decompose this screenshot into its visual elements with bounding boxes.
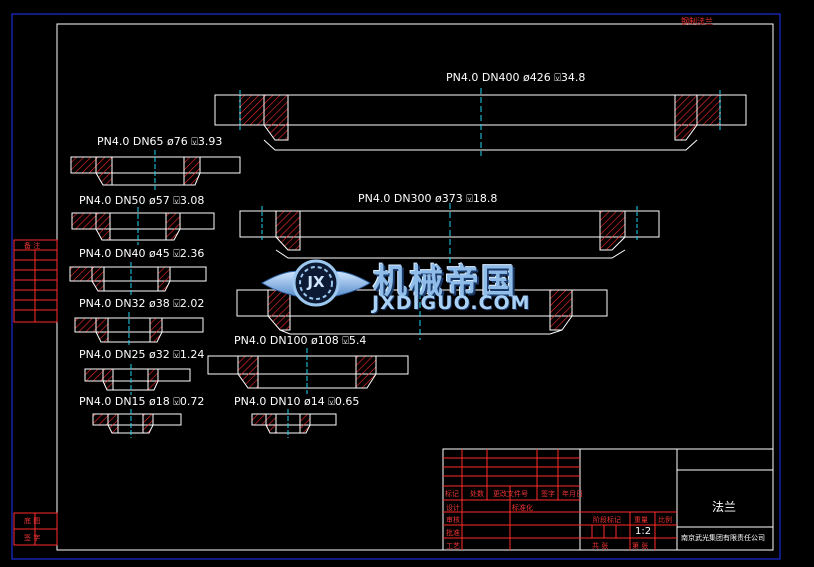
left-side-table (13, 239, 58, 546)
flange-dn40 (69, 262, 207, 296)
title-block (442, 448, 774, 551)
flange-label-dn10: PN4.0 DN10 ø14 ⍌0.65 (234, 395, 360, 408)
tb-ratio: 比例 (658, 516, 672, 524)
tb-stage-mark: 阶段标记 (593, 516, 621, 524)
tb-design: 设计 (446, 504, 460, 512)
flange-dn100 (207, 348, 409, 394)
flange-dn300 (239, 203, 660, 264)
watermark-emblem-text: JX (307, 273, 325, 291)
outer-frame (11, 13, 781, 560)
side-label-signature: 签 字 (24, 534, 41, 542)
tb-process: 工艺 (446, 542, 460, 550)
flange-dn300-b (236, 284, 608, 340)
tb-check: 审核 (446, 516, 460, 524)
corner-label: 钢制法兰 (681, 17, 713, 26)
flange-label-dn50: PN4.0 DN50 ø57 ⍌3.08 (79, 194, 205, 207)
watermark-cn: 机械帝国 (373, 262, 517, 302)
flange-label-dn65: PN4.0 DN65 ø76 ⍌3.93 (97, 135, 223, 148)
tb-scale-value: 1:2 (635, 526, 652, 537)
flange-label-dn32: PN4.0 DN32 ø38 ⍌2.02 (79, 297, 205, 310)
side-label-base-drawing: 底 图 (24, 517, 41, 525)
tb-sign: 签字 (541, 490, 555, 498)
side-label-remark: 备 注 (24, 242, 41, 250)
flange-label-dn40: PN4.0 DN40 ø45 ⍌2.36 (79, 247, 205, 260)
tb-date: 年月日 (562, 490, 583, 498)
tb-count: 处数 (470, 490, 484, 498)
tb-sheet-count: 共 张 (592, 542, 609, 550)
tb-weight: 重量 (634, 516, 648, 524)
tb-approve: 批准 (446, 529, 460, 537)
flange-label-dn300: PN4.0 DN300 ø373 ⍌18.8 (358, 192, 498, 205)
flange-label-dn100: PN4.0 DN100 ø108 ⍌5.4 (234, 334, 367, 347)
flange-dn32 (74, 312, 204, 347)
tb-mark: 标记 (445, 490, 459, 498)
flange-label-dn400: PN4.0 DN400 ø426 ⍌34.8 (446, 71, 586, 84)
flange-dn50 (71, 207, 215, 245)
flange-dn400 (214, 88, 747, 156)
watermark-en: JXDIGUO.COM (372, 292, 531, 314)
tb-change-doc: 更改文件号 (493, 490, 528, 498)
tb-standard: 标准化 (512, 504, 533, 512)
drawing-title: 法兰 (712, 500, 737, 514)
watermark-emblem (261, 259, 371, 307)
flange-dn10 (251, 409, 337, 438)
tb-sheet-no: 第 张 (632, 542, 649, 550)
flange-dn25 (84, 364, 191, 395)
flange-dn65 (70, 150, 241, 190)
flange-dn15 (92, 409, 182, 438)
flange-label-dn25: PN4.0 DN25 ø32 ⍌1.24 (79, 348, 205, 361)
flange-label-dn15: PN4.0 DN15 ø18 ⍌0.72 (79, 395, 205, 408)
company-name: 南京武光集团有限责任公司 (681, 534, 765, 542)
